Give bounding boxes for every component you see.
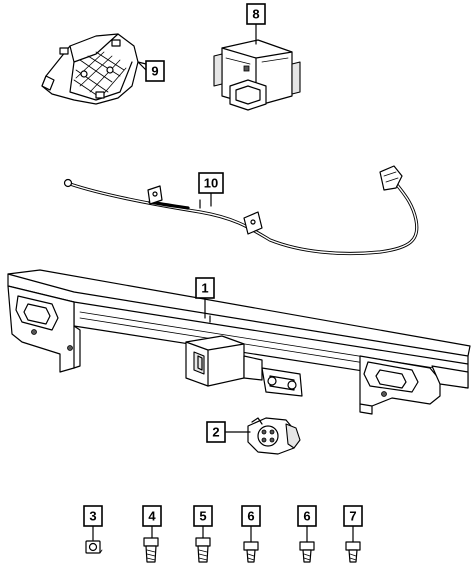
callout-label: 9 [151,64,158,79]
callout-6b: 6 [297,505,317,527]
callout-label: 8 [252,7,259,22]
part-4-bolt [143,537,159,563]
callout-5: 5 [193,505,213,527]
part-2-connector [247,417,301,455]
callout-label: 6 [247,509,254,524]
callout-label: 3 [89,509,96,524]
callout-label: 1 [201,281,208,296]
callout-2: 2 [206,421,226,443]
callout-1: 1 [195,277,215,299]
callout-9: 9 [145,60,165,82]
part-10-harness [63,165,419,256]
part-1-hitch [7,269,471,415]
part-7-bolt [345,541,361,563]
callout-7: 7 [343,505,363,527]
leader-lines [92,23,354,543]
part-8-module [213,39,301,111]
part-3-nut [85,540,103,554]
part-9-bracket [41,33,147,105]
part-6-bolt-b [299,541,315,563]
callout-label: 5 [199,509,206,524]
callout-label: 7 [349,509,356,524]
callout-label: 2 [212,425,219,440]
part-5-bolt [195,537,211,563]
callout-label: 10 [204,176,218,191]
callout-label: 6 [303,509,310,524]
part-6-bolt-a [243,541,259,563]
callout-8: 8 [246,3,266,25]
callout-4: 4 [142,505,162,527]
callout-6a: 6 [241,505,261,527]
callout-3: 3 [83,505,103,527]
callout-10: 10 [198,172,224,194]
callout-label: 4 [148,509,156,524]
